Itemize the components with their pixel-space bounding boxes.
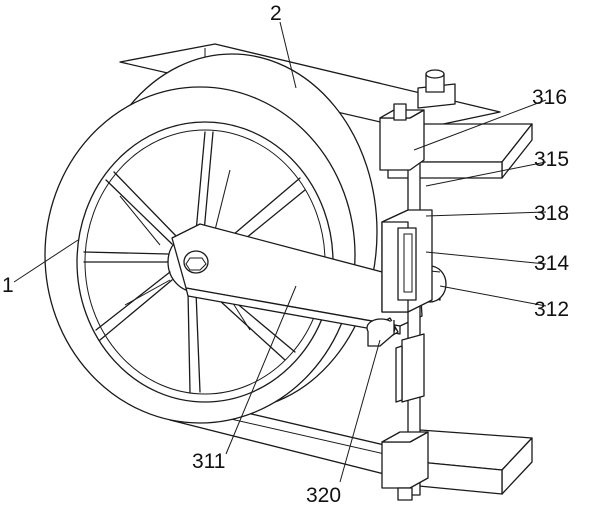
slider-frame-318 [381, 209, 433, 313]
bottom-clamp [381, 431, 429, 501]
label-318: 318 [534, 202, 569, 225]
label-1: 1 [2, 274, 14, 297]
crank-arm-311 [171, 223, 423, 335]
label-316: 316 [532, 86, 567, 109]
lower-slide-block [395, 333, 425, 403]
pin-320 [366, 317, 399, 347]
top-clamp-316 [379, 103, 425, 171]
label-314: 314 [534, 252, 569, 275]
label-320: 320 [306, 484, 341, 507]
top-screw [417, 69, 456, 109]
label-315: 315 [534, 148, 569, 171]
leader-lines [13, 21, 547, 483]
label-312: 312 [534, 298, 569, 321]
label-2: 2 [270, 2, 282, 25]
label-311: 311 [192, 450, 225, 473]
reference-labels: 1 2 316 315 318 314 312 311 320 [2, 2, 569, 507]
